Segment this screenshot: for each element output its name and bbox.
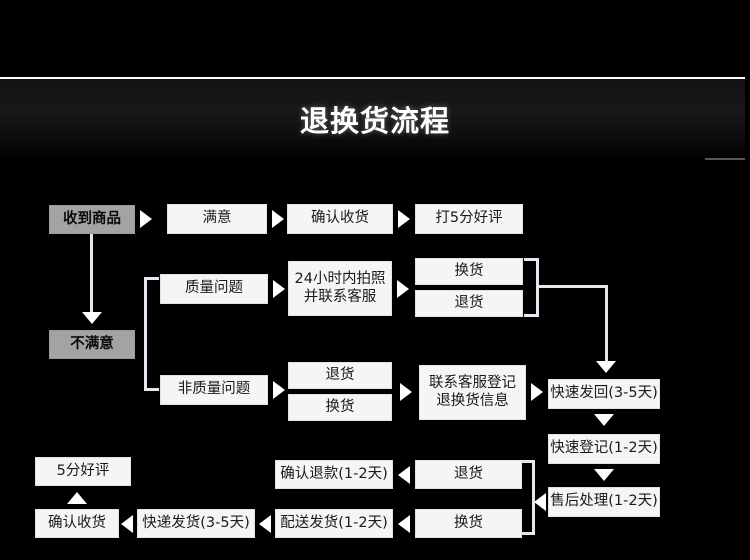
arrow-confirm-to-rating — [398, 210, 410, 228]
bracket-issue-split — [144, 277, 159, 391]
node-exchange-final[interactable]: 换货 — [415, 509, 522, 538]
node-non-quality-issue[interactable]: 非质量问题 — [160, 375, 268, 405]
node-five-star-rating-top[interactable]: 打5分好评 — [415, 204, 523, 234]
arrow-sendback-to-register — [594, 414, 614, 426]
node-five-star-rating-bottom[interactable]: 5分好评 — [35, 457, 131, 486]
node-fast-send-back[interactable]: 快速发回(3-5天) — [548, 379, 660, 409]
node-express-ship[interactable]: 快递发货(3-5天) — [137, 509, 255, 538]
connector-quality-join-v — [605, 285, 608, 361]
arrow-confirm-receipt-to-rating — [67, 492, 87, 504]
node-quality-issue[interactable]: 质量问题 — [160, 274, 268, 304]
arrow-quality-to-photo — [273, 280, 285, 298]
arrow-register-to-aftersales — [594, 469, 614, 481]
arrow-register-to-fast-send-back — [531, 383, 543, 401]
arrow-return-to-confirm-refund — [398, 466, 410, 484]
connector-received-to-notsatisfied — [90, 234, 93, 312]
node-return-quality[interactable]: 退货 — [415, 290, 523, 317]
header-accent-line — [705, 158, 745, 160]
node-contact-register[interactable]: 联系客服登记 退换货信息 — [419, 365, 526, 420]
node-received[interactable]: 收到商品 — [49, 205, 135, 234]
node-confirm-receipt-bottom[interactable]: 确认收货 — [35, 509, 119, 538]
arrow-express-to-confirm-receipt — [121, 515, 133, 533]
node-return-final[interactable]: 退货 — [415, 460, 522, 489]
arrow-photo-to-options — [397, 280, 409, 298]
arrow-down-to-notsatisfied — [82, 312, 102, 324]
arrow-received-to-satisfied — [140, 210, 152, 228]
node-after-sales[interactable]: 售后处理(1-2天) — [548, 487, 660, 517]
arrow-down-to-fast-send-back — [596, 361, 616, 373]
node-fast-register[interactable]: 快速登记(1-2天) — [548, 434, 660, 464]
node-delivery-ship[interactable]: 配送发货(1-2天) — [275, 509, 393, 538]
arrow-aftersales-to-final-options — [534, 493, 546, 511]
node-exchange-quality[interactable]: 换货 — [415, 258, 523, 285]
node-confirm-receipt-top[interactable]: 确认收货 — [287, 204, 393, 234]
arrow-satisfied-to-confirm — [272, 210, 284, 228]
arrow-options-to-register — [400, 383, 412, 401]
node-confirm-refund[interactable]: 确认退款(1-2天) — [275, 460, 393, 489]
node-not-satisfied[interactable]: 不满意 — [49, 330, 135, 359]
node-return-nonquality[interactable]: 退货 — [288, 362, 392, 389]
node-photo-contact[interactable]: 24小时内拍照 并联系客服 — [288, 261, 392, 316]
arrow-delivery-to-express — [259, 515, 271, 533]
connector-quality-join-h — [536, 285, 608, 288]
page-title: 退换货流程 — [299, 103, 450, 138]
header-band — [0, 77, 745, 160]
node-exchange-nonquality[interactable]: 换货 — [288, 394, 392, 421]
arrow-nonquality-to-options — [273, 381, 285, 399]
node-satisfied[interactable]: 满意 — [167, 204, 267, 234]
arrow-exchange-to-delivery — [398, 515, 410, 533]
bracket-final-options — [521, 460, 535, 535]
